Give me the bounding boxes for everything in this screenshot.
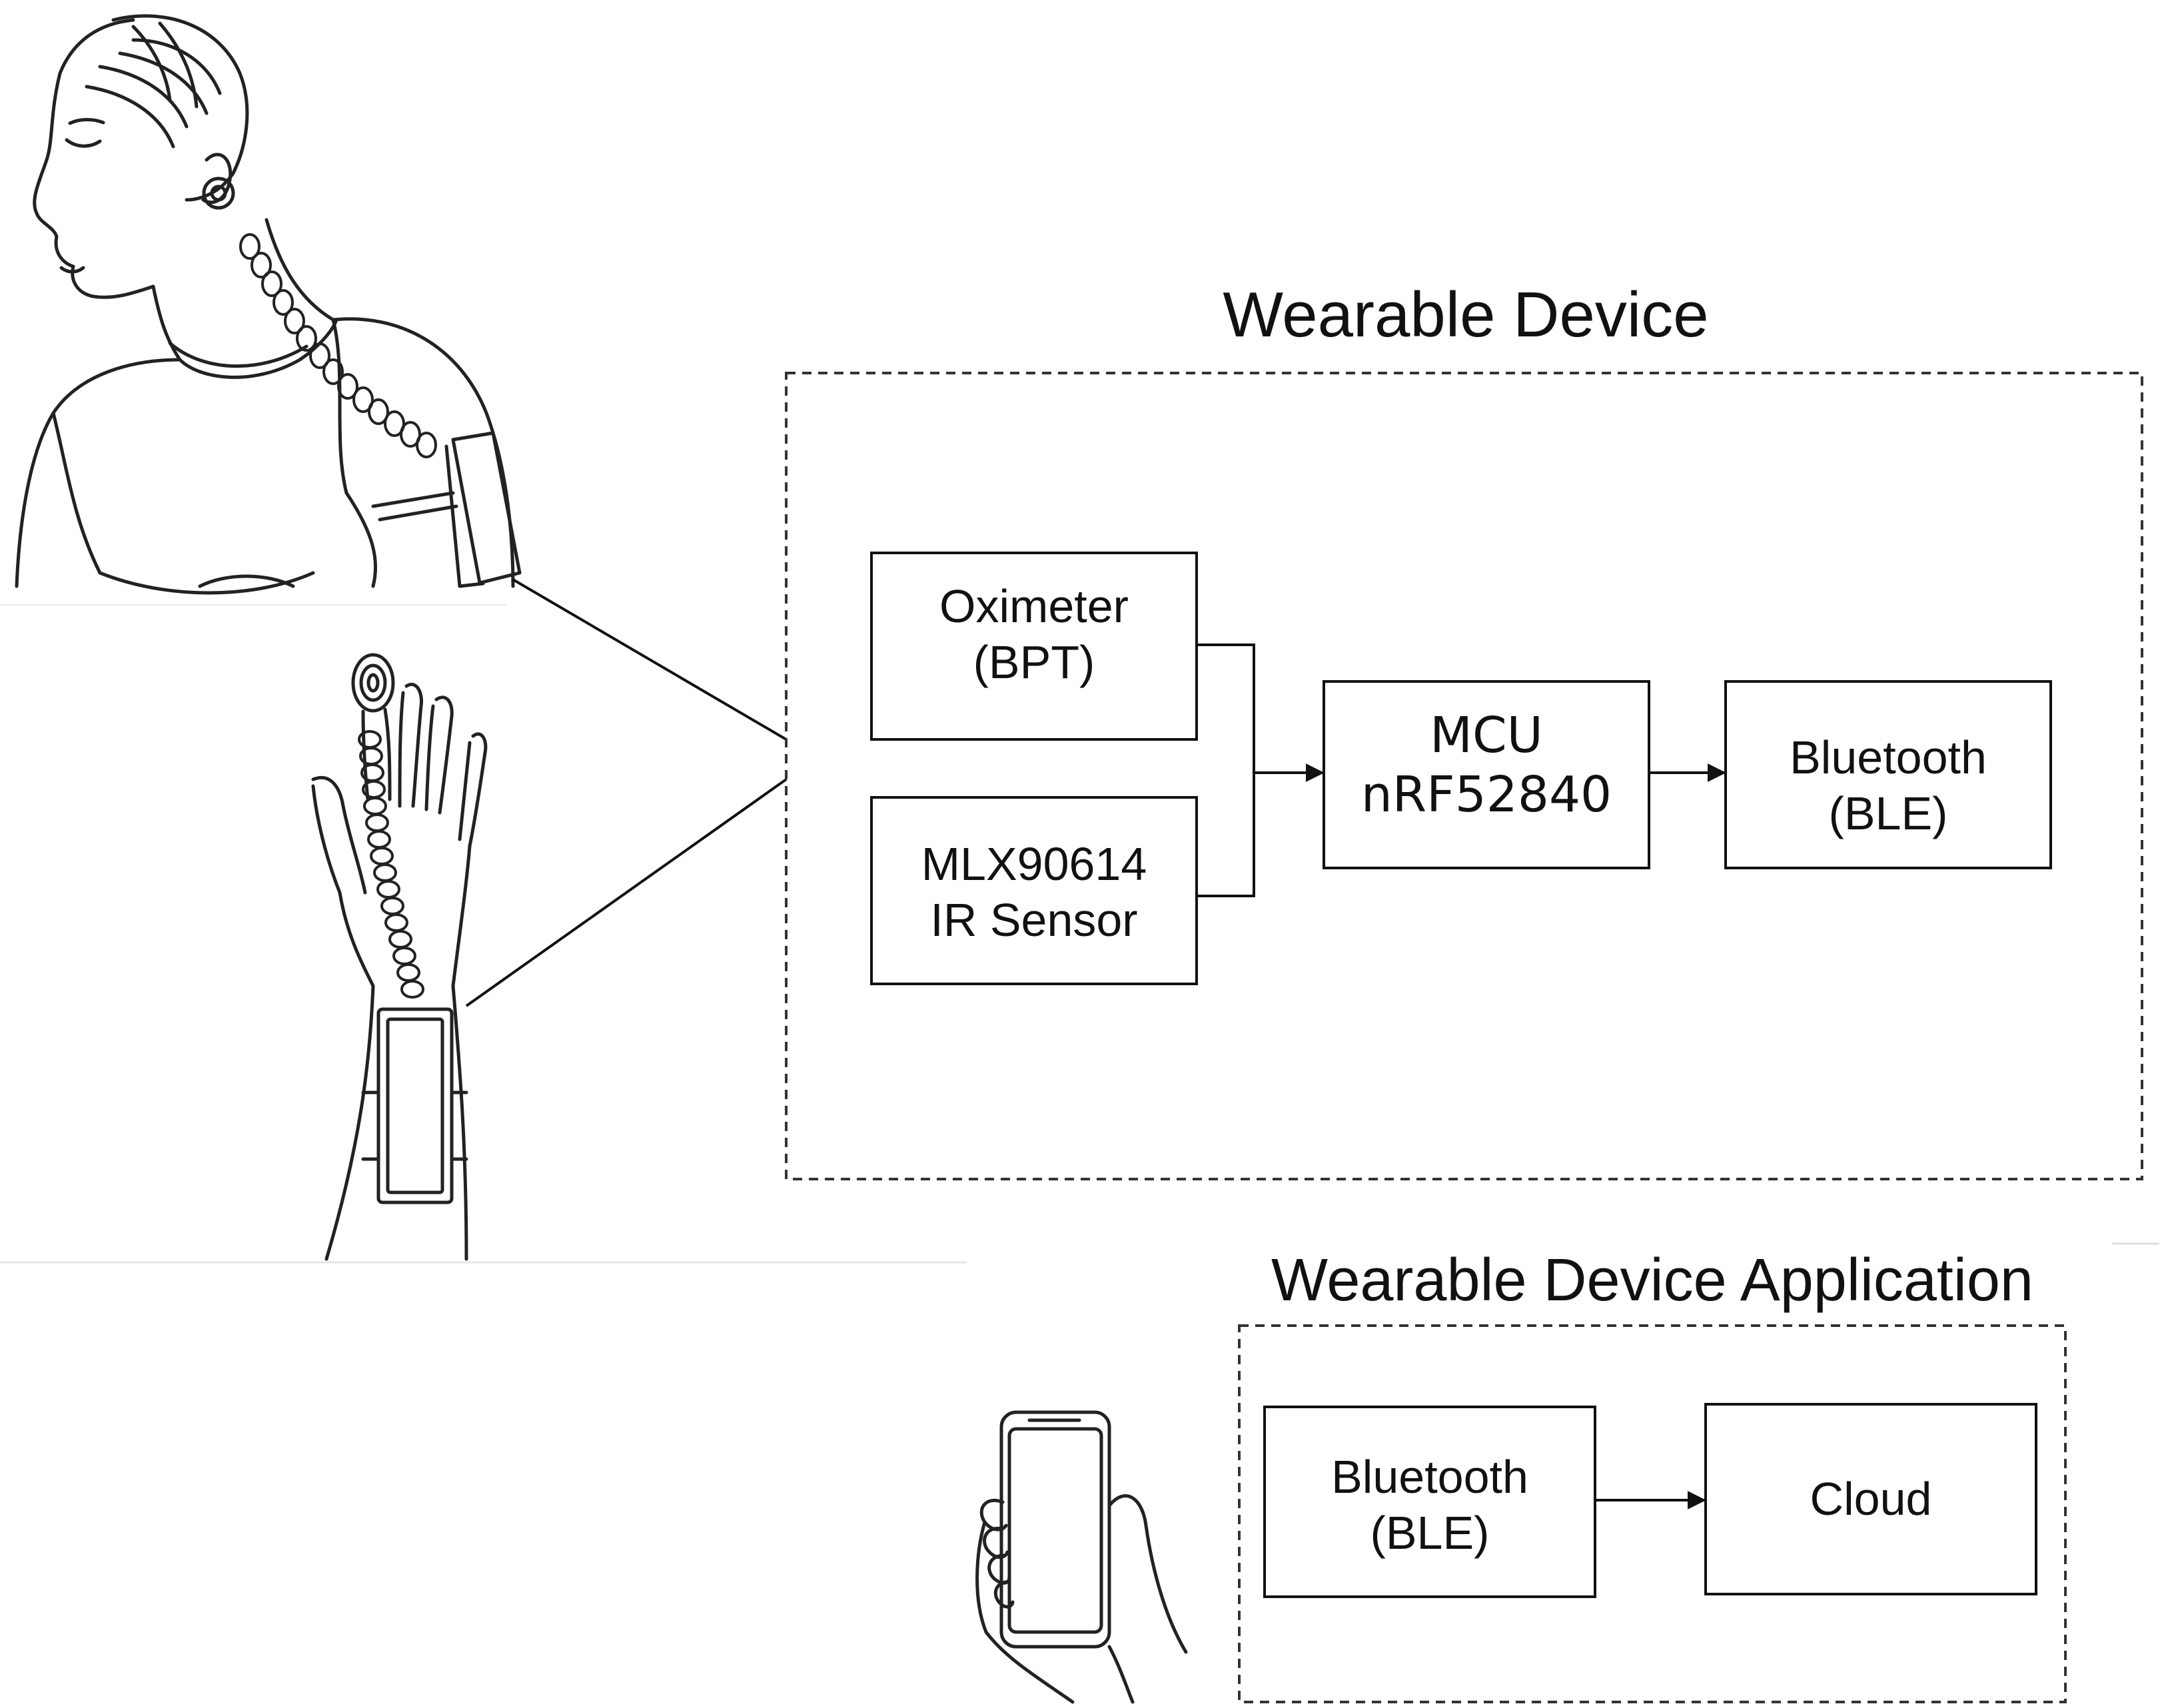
application-container (1238, 1324, 2067, 1703)
ir-sensor-label: MLX90614 IR Sensor (871, 836, 1197, 948)
oximeter-connector (1197, 643, 1255, 897)
application-title: Wearable Device Application (1271, 1247, 2033, 1314)
ir-sensor-label-line1: MLX90614 (921, 838, 1147, 890)
mcu-label: MCU nRF52840 (1324, 706, 1649, 825)
app-bluetooth-label-line2: (BLE) (1370, 1507, 1490, 1559)
mcu-label-line2: nRF52840 (1360, 765, 1612, 823)
ir-sensor-label-line2: IR Sensor (930, 894, 1138, 946)
woman-wearing-device-illustration (15, 14, 522, 595)
callout-lines (465, 578, 788, 1007)
app-bluetooth-box (1263, 1406, 1596, 1598)
oximeter-label-line2: (BPT) (973, 636, 1095, 688)
cloud-box (1704, 1403, 2037, 1595)
bluetooth-label-line1: Bluetooth (1790, 731, 1987, 783)
cloud-label: Cloud (1810, 1473, 1932, 1525)
hand-holding-phone-illustration (975, 1410, 1188, 1704)
wearable-device-title: Wearable Device (1223, 279, 1709, 350)
hand-with-wrist-device-illustration (311, 653, 488, 1261)
oximeter-label-line1: Oximeter (939, 580, 1129, 632)
oximeter-label: Oximeter (BPT) (871, 578, 1197, 690)
oximeter-box (870, 552, 1198, 741)
wearable-device-container (785, 372, 2143, 1180)
bluetooth-label-line2: (BLE) (1828, 787, 1948, 839)
bluetooth-box (1724, 680, 2052, 869)
app-bluetooth-label: Bluetooth (BLE) (1265, 1449, 1595, 1561)
bluetooth-label: Bluetooth (BLE) (1726, 729, 2051, 841)
app-bluetooth-label-line1: Bluetooth (1331, 1451, 1528, 1503)
mcu-label-line1: MCU (1430, 707, 1543, 764)
ir-sensor-box (870, 796, 1198, 985)
